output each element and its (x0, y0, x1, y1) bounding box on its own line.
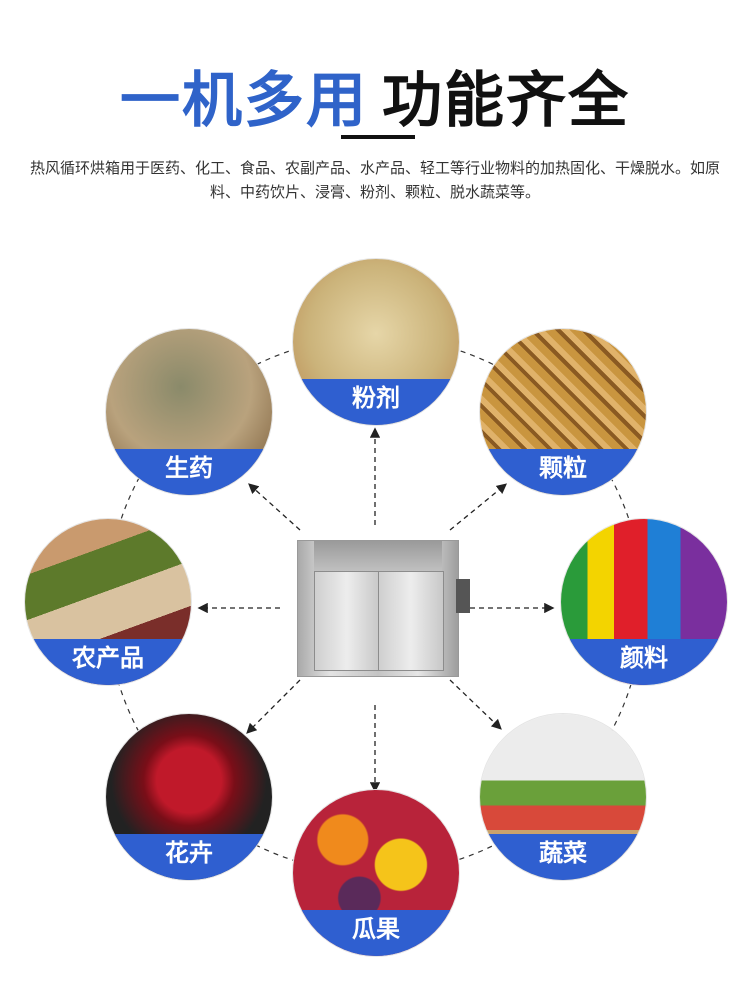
description: 热风循环烘箱用于医药、化工、食品、农副产品、水产品、轻工等行业物料的加热固化、干… (30, 159, 721, 201)
item-granules: 颗粒 (479, 328, 647, 496)
page-title: 一机多用功能齐全 (0, 52, 750, 139)
arrow-to-granules (449, 483, 508, 531)
oven-door-left (314, 571, 380, 671)
item-label: 生药 (106, 449, 272, 495)
item-label: 颗粒 (480, 449, 646, 495)
arrow-to-flowers (246, 679, 301, 734)
item-vegetables: 蔬菜 (479, 713, 647, 881)
item-label: 农产品 (25, 639, 191, 685)
item-pigments: 颜料 (560, 518, 728, 686)
title-highlight: 一机多用 (120, 66, 368, 136)
item-farm-products: 农产品 (24, 518, 192, 686)
item-herbs: 生药 (105, 328, 273, 496)
control-panel (456, 579, 470, 613)
title-underline (341, 135, 415, 139)
item-powder: 粉剂 (292, 258, 460, 426)
oven-image (297, 540, 470, 677)
item-label: 粉剂 (293, 379, 459, 425)
oven-top (314, 541, 442, 571)
item-label: 蔬菜 (480, 834, 646, 880)
item-label: 瓜果 (293, 910, 459, 956)
title-rest: 功能齐全 (382, 66, 630, 136)
item-flowers: 花卉 (105, 713, 273, 881)
item-label: 花卉 (106, 834, 272, 880)
item-label: 颜料 (561, 639, 727, 685)
item-fruits: 瓜果 (292, 789, 460, 957)
oven-door-right (378, 571, 444, 671)
